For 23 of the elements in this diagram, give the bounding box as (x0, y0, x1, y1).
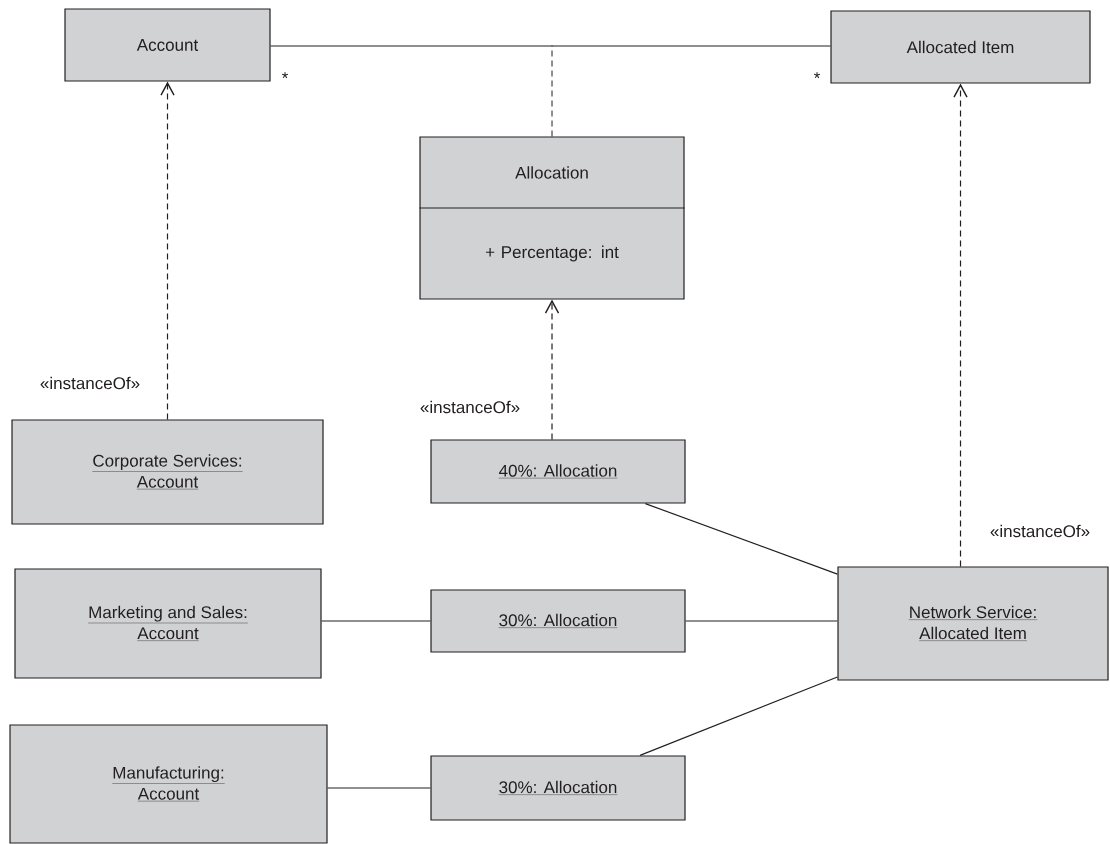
association-class-line (551, 44, 553, 137)
object-box: Corporate Services: Account (11, 419, 324, 525)
connector-line (639, 676, 838, 756)
connector-line (270, 45, 831, 47)
object-box: 40%: Allocation (430, 439, 686, 504)
arrow (160, 81, 175, 420)
edge-label: «instanceOf» (418, 399, 522, 415)
connector-line (685, 620, 838, 622)
object-box: Manufacturing: Account (9, 724, 328, 844)
object-box: 30%: Allocation (430, 589, 686, 653)
object-box: Network Service: Allocated Item (837, 566, 1109, 681)
class-box: Allocated Item (830, 10, 1091, 84)
connector-line (321, 620, 431, 622)
class-box: Account (64, 8, 271, 82)
edge-label: «instanceOf» (38, 375, 142, 391)
connector-line (327, 787, 431, 789)
class-box: Allocation + Percentage: int (418, 136, 686, 300)
object-box: Marketing and Sales: Account (14, 568, 322, 679)
connector-line (644, 503, 838, 575)
object-box: 30%: Allocation (430, 755, 686, 821)
arrow (544, 299, 560, 440)
arrow (953, 83, 968, 567)
edge-label: «instanceOf» (988, 523, 1092, 539)
